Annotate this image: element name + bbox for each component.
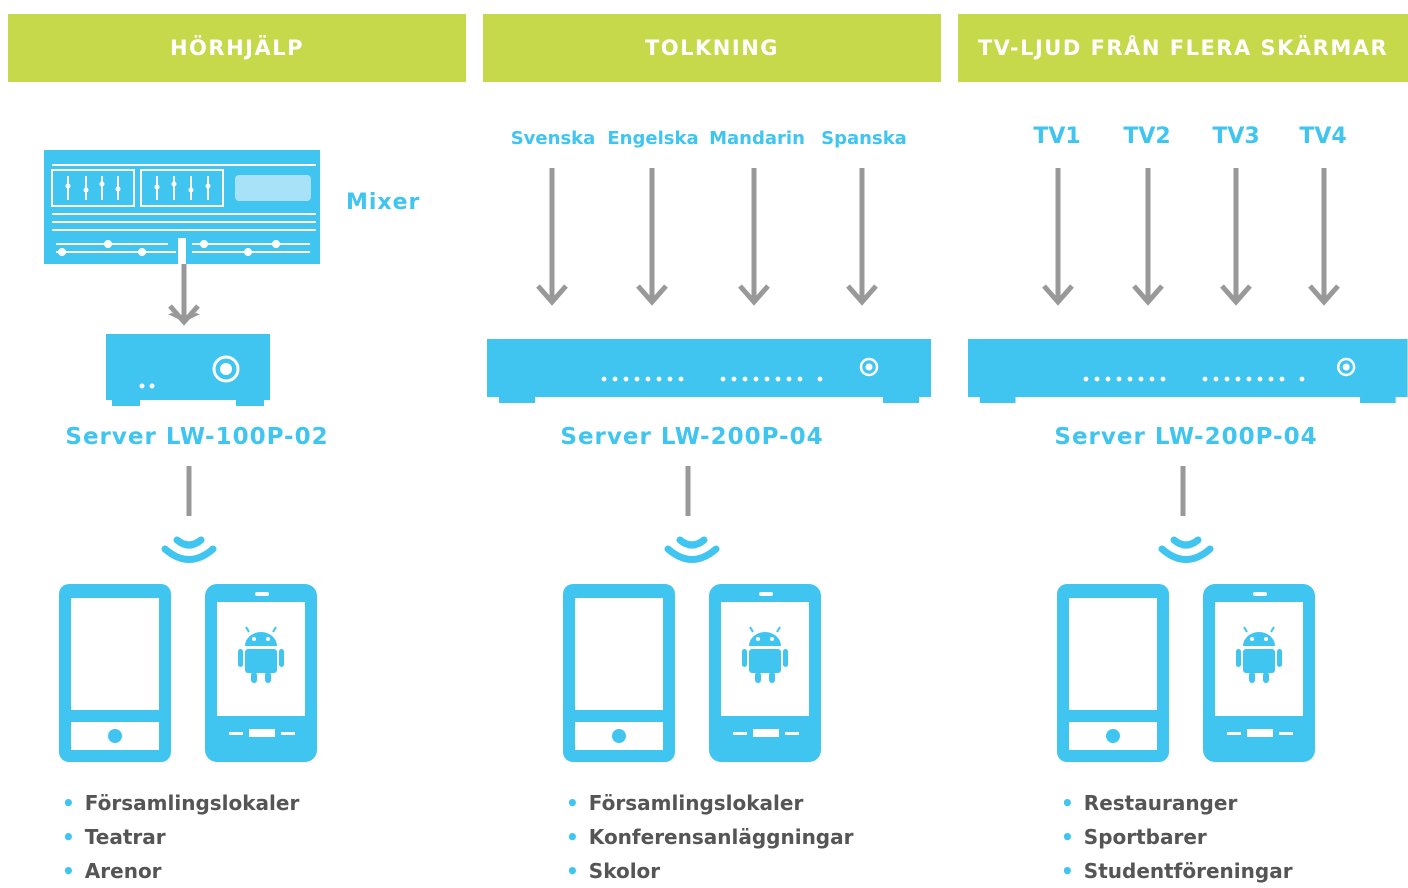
server-icon bbox=[106, 334, 270, 406]
wifi-icon bbox=[668, 540, 716, 560]
arrow-down-icon bbox=[638, 168, 666, 302]
input-label-tv2: TV2 bbox=[1123, 124, 1171, 149]
input-label-spanska: Spanska bbox=[821, 128, 907, 149]
server-icon bbox=[485, 337, 933, 405]
server-icon bbox=[966, 337, 1408, 405]
list-item: •Församlingslokaler bbox=[62, 791, 300, 815]
arrow-down-icon bbox=[1134, 168, 1162, 302]
arrow-down-icon bbox=[538, 168, 566, 302]
wifi-icon bbox=[1162, 540, 1210, 560]
mixer-icon bbox=[44, 150, 320, 264]
list-item: •Restauranger bbox=[1061, 791, 1238, 815]
banner-tolkning: TOLKNING bbox=[483, 14, 941, 82]
list-item: •Studentföreningar bbox=[1061, 859, 1293, 883]
wifi-icon bbox=[165, 540, 213, 560]
bullet-list-2: •Församlingslokaler •Konferensanläggning… bbox=[566, 786, 853, 888]
input-label-tv4: TV4 bbox=[1299, 124, 1347, 149]
list-item: •Skolor bbox=[566, 859, 661, 883]
iphone-icon bbox=[563, 584, 675, 762]
mixer-label: Mixer bbox=[346, 190, 421, 215]
server-label-2: Server LW-200P-04 bbox=[560, 424, 824, 450]
banner-horhjalp: HÖRHJÄLP bbox=[8, 14, 466, 82]
server-label-3: Server LW-200P-04 bbox=[1054, 424, 1318, 450]
android-phone-icon bbox=[204, 583, 318, 763]
list-item: •Teatrar bbox=[62, 825, 166, 849]
input-label-tv1: TV1 bbox=[1033, 124, 1081, 149]
input-label-svenska: Svenska bbox=[510, 128, 596, 149]
bullet-list-3: •Restauranger •Sportbarer •Studentföreni… bbox=[1061, 786, 1293, 888]
list-item: •Konferensanläggningar bbox=[566, 825, 854, 849]
banner-tv-ljud: TV-LJUD FRÅN FLERA SKÄRMAR bbox=[958, 14, 1408, 82]
android-phone-icon bbox=[1202, 583, 1316, 763]
server-label-1: Server LW-100P-02 bbox=[65, 424, 329, 450]
arrow-down-icon bbox=[1310, 168, 1338, 302]
bullet-list-1: •Församlingslokaler •Teatrar •Arenor bbox=[62, 786, 299, 888]
input-label-engelska: Engelska bbox=[607, 128, 699, 149]
input-label-tv3: TV3 bbox=[1212, 124, 1260, 149]
arrow-down-icon bbox=[848, 168, 876, 302]
list-item: •Församlingslokaler bbox=[566, 791, 804, 815]
list-item: •Sportbarer bbox=[1061, 825, 1207, 849]
iphone-icon bbox=[1057, 584, 1169, 762]
iphone-icon bbox=[59, 584, 171, 762]
arrow-down-icon bbox=[1222, 168, 1250, 302]
arrow-down-icon bbox=[740, 168, 768, 302]
list-item: •Arenor bbox=[62, 859, 162, 883]
arrow-down-icon bbox=[1044, 168, 1072, 302]
android-phone-icon bbox=[708, 583, 822, 763]
input-label-mandarin: Mandarin bbox=[709, 128, 805, 149]
